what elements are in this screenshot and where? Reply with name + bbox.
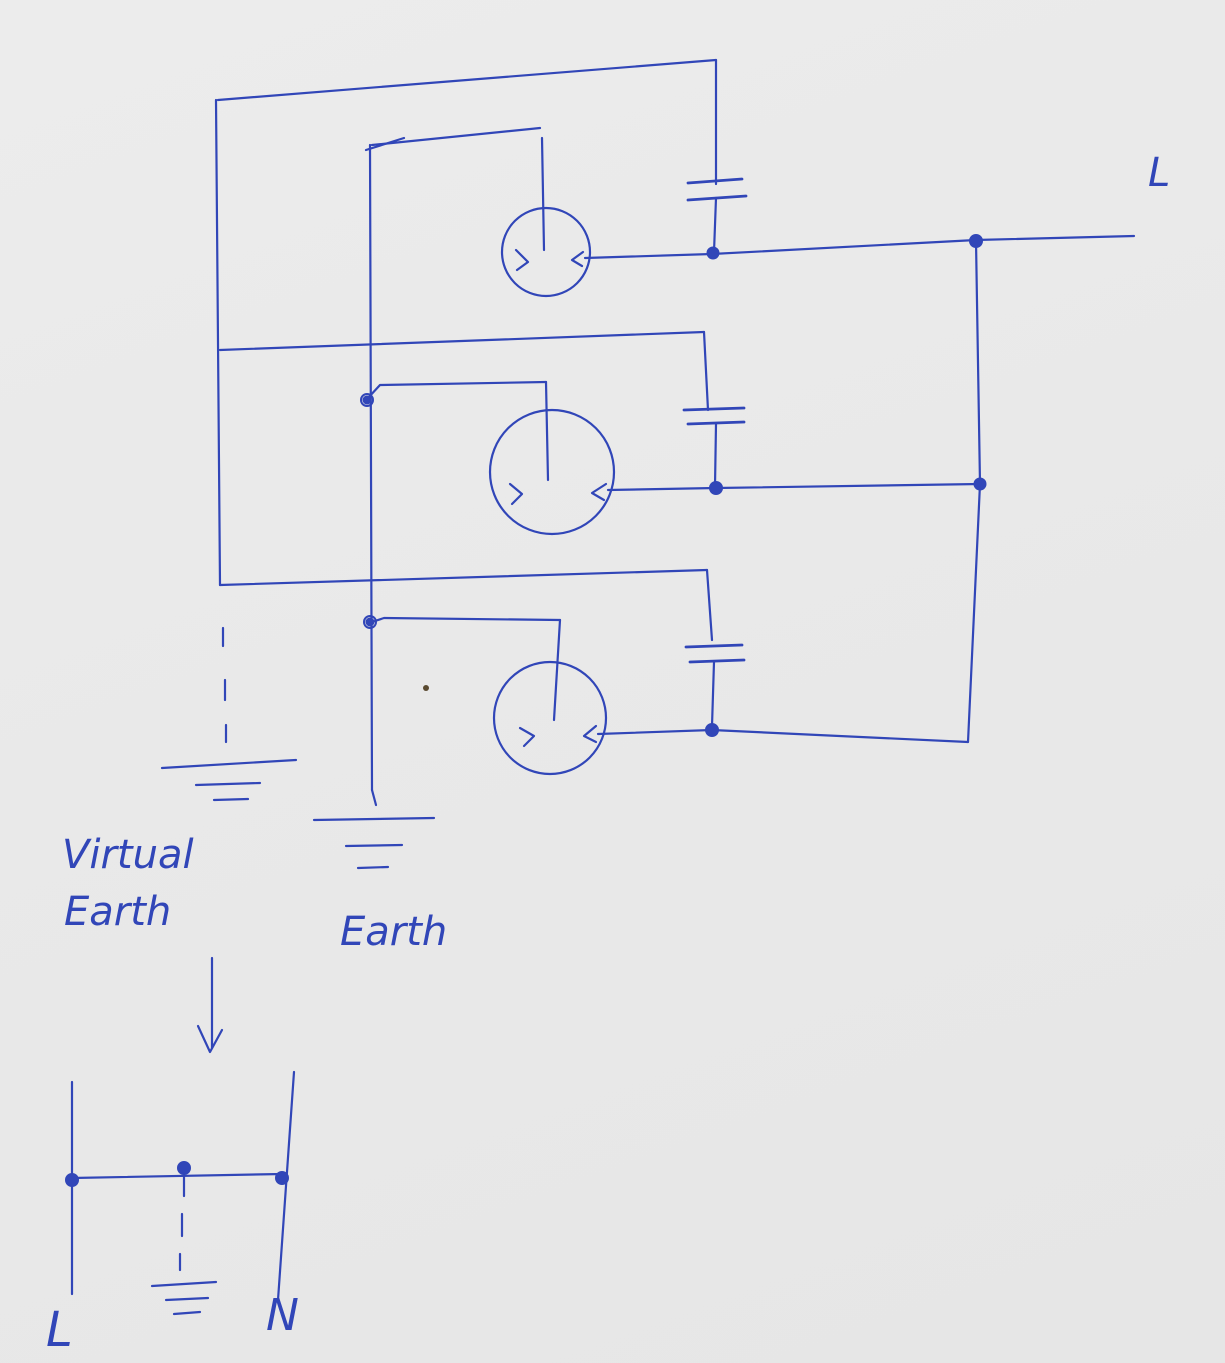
label-line-bottom: L	[46, 1302, 73, 1358]
label-line-top: L	[1148, 150, 1170, 196]
capacitor-plate	[688, 658, 746, 664]
label-virtual: Virtual	[62, 832, 194, 878]
l-n-subcircuit	[65, 1070, 296, 1316]
label-neutral-bottom: N	[266, 1290, 299, 1341]
arrow-down-icon	[196, 956, 224, 1054]
unit-1	[500, 58, 1136, 298]
label-virtual-earth: Earth	[64, 889, 171, 935]
ink-speck	[423, 685, 429, 691]
unit-2	[360, 330, 987, 536]
capacitor-plate	[682, 406, 746, 412]
meter-icon	[488, 380, 616, 536]
earth-ground-icon	[312, 816, 436, 870]
unit-3	[363, 568, 970, 776]
meter-icon	[492, 618, 608, 776]
virtual-earth-bus	[214, 58, 718, 744]
line-bus	[966, 239, 982, 744]
label-earth: Earth	[340, 909, 447, 955]
ground-icon	[150, 1280, 218, 1316]
earth-bus	[364, 126, 542, 807]
virtual-earth-ground-icon	[160, 758, 298, 802]
capacitor-plate	[684, 643, 744, 649]
capacitor-plate	[686, 177, 744, 185]
meter-icon	[500, 136, 592, 298]
